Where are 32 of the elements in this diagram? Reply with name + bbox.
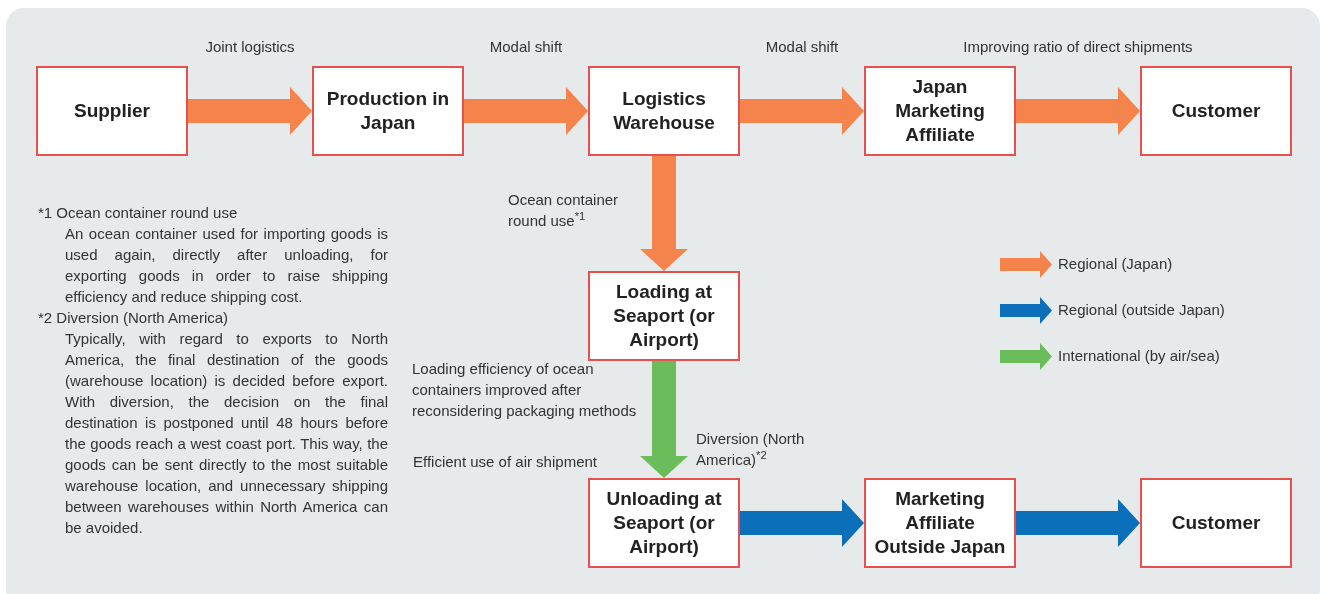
edge-label: Diversion (North America)$^{*2}$: [696, 429, 806, 470]
process-box: Customer: [1140, 478, 1292, 568]
process-box: Logistics Warehouse: [588, 66, 740, 156]
edge-label: Loading efficiency of ocean containers improved after reconsidering packaging methods: [412, 359, 638, 421]
footnote-text: An ocean container used for importing goods is used again, directly after unloading, for exporting goods in order to raise shipping efficiency and reduce shipping cost.: [64, 224, 388, 307]
legend-label: International (by air/sea): [1058, 346, 1220, 367]
block-arrow: [1016, 499, 1140, 547]
process-box: Marketing Affiliate Outside Japan: [864, 478, 1016, 568]
edge-label: Modal shift: [764, 37, 840, 57]
block-arrow: [640, 156, 688, 271]
footnote-text: Typically, with regard to exports to North America, the final destination of the goods (warehouse location) is decided before export. With diversion, the decision on the final destination is postponed until 48 hours before the goods reach a west coast port. This way, the goods can be sent directly to the most suitable warehouse location, and unnecessary shipping between warehouses within North America can be avoided.: [64, 329, 388, 538]
block-arrow: [740, 87, 864, 135]
edge-label: Ocean container round use$^{*1}$: [508, 190, 620, 231]
legend-label: Regional (outside Japan): [1058, 300, 1225, 321]
block-arrow: [188, 87, 312, 135]
process-box: Japan Marketing Affiliate: [864, 66, 1016, 156]
block-arrow: [464, 87, 588, 135]
process-box: Customer: [1140, 66, 1292, 156]
footnote-heading: *1 Ocean container round use: [38, 203, 239, 223]
process-box: Production in Japan: [312, 66, 464, 156]
block-arrow: [740, 499, 864, 547]
process-box: Supplier: [36, 66, 188, 156]
footnote-heading: *2 Diversion (North America): [38, 308, 230, 328]
edge-label: Joint logistics: [204, 37, 296, 57]
block-arrow: [1016, 87, 1140, 135]
process-box: Loading at Seaport (or Airport): [588, 271, 740, 361]
process-box: Unloading at Seaport (or Airport): [588, 478, 740, 568]
note-text: Efficient use of air shipment: [413, 452, 598, 472]
edge-label: Improving ratio of direct shipments: [962, 37, 1194, 57]
block-arrow: [640, 361, 688, 478]
legend-label: Regional (Japan): [1058, 254, 1173, 275]
edge-label: Modal shift: [488, 37, 564, 57]
